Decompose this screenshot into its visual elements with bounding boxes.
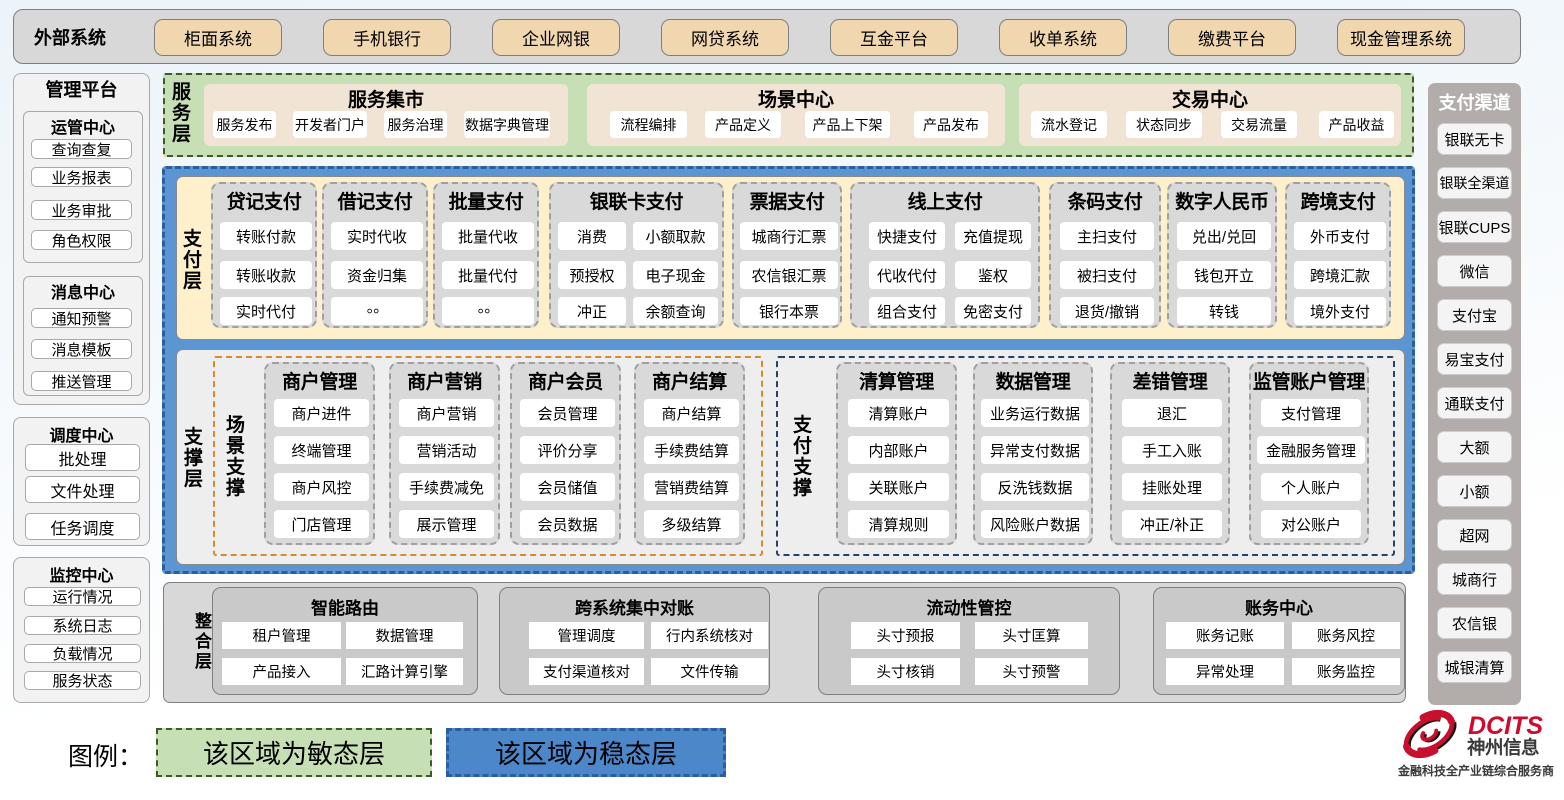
svg-text:神州信息: 神州信息	[1467, 737, 1539, 758]
svg-text:金融科技全产业链综合服务商: 金融科技全产业链综合服务商	[1397, 763, 1554, 778]
svg-text:DCITS: DCITS	[1468, 712, 1543, 740]
